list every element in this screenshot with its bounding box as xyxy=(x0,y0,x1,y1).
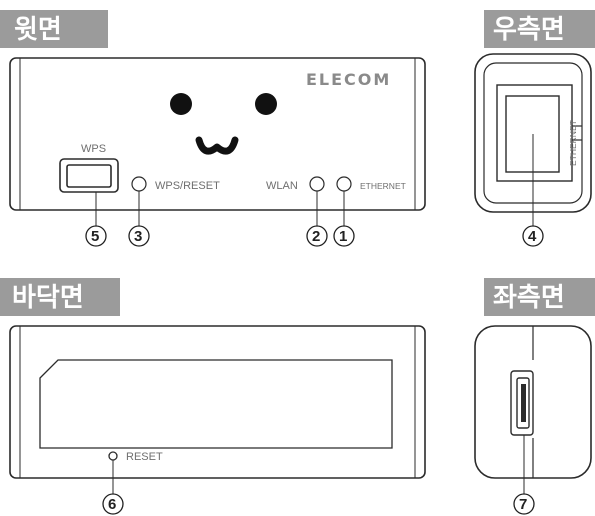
callout-3-text: 3 xyxy=(134,228,142,245)
header-bottom-text: 바닥면 xyxy=(12,283,84,313)
header-bottom-view: 바닥면 xyxy=(0,278,120,316)
wps-reset-label: WPS/RESET xyxy=(155,180,220,192)
wps-button[interactable] xyxy=(59,158,119,193)
left-view-body xyxy=(474,325,592,479)
callout-4: 4 xyxy=(522,225,544,247)
brand-logo: ELECOM xyxy=(306,70,391,89)
wps-label: WPS xyxy=(81,143,106,155)
callout-7-text: 7 xyxy=(519,496,527,513)
header-top-text: 윗면 xyxy=(14,15,62,45)
callout-6-text: 6 xyxy=(108,496,116,513)
ethernet-led xyxy=(336,176,352,192)
callout-4-text: 4 xyxy=(528,228,537,245)
right-view-body xyxy=(474,53,592,226)
header-left-text: 좌측면 xyxy=(493,283,565,313)
callout-1: 1 xyxy=(333,225,355,247)
callout-5-text: 5 xyxy=(91,228,99,245)
callout-6: 6 xyxy=(102,493,124,515)
header-right-text: 우측면 xyxy=(493,15,565,45)
header-right-view: 우측면 xyxy=(484,10,595,48)
ethernet-label: ETHERNET xyxy=(360,181,406,191)
reset-label: RESET xyxy=(126,451,163,463)
face-graphic xyxy=(170,93,277,155)
callout-2: 2 xyxy=(306,225,328,247)
callout-2-text: 2 xyxy=(312,228,320,245)
wps-reset-led xyxy=(131,176,147,192)
reset-pinhole[interactable] xyxy=(108,451,118,461)
wlan-led xyxy=(309,176,325,192)
callout-7: 7 xyxy=(513,493,535,515)
callout-1-text: 1 xyxy=(339,228,347,245)
bottom-view-body xyxy=(9,325,426,479)
callout-5: 5 xyxy=(85,225,107,247)
callout-3: 3 xyxy=(128,225,150,247)
header-top-view: 윗면 xyxy=(0,10,108,48)
ethernet-port-label: ETHERNET xyxy=(568,120,578,166)
wlan-label: WLAN xyxy=(266,180,298,192)
top-callout-lines xyxy=(95,191,345,226)
header-left-view: 좌측면 xyxy=(484,278,595,316)
